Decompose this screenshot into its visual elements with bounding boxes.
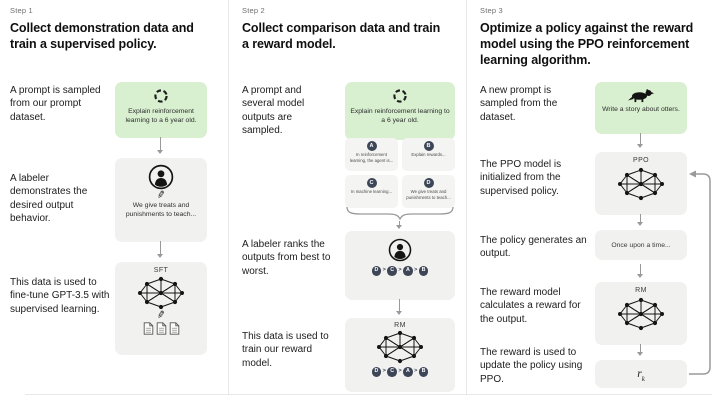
output-a-card: A In reinforcement learning, the agent i… bbox=[345, 138, 398, 171]
step-2-rank-box: D > C > A > B bbox=[345, 231, 455, 300]
rank-separator: > bbox=[414, 368, 418, 375]
column-divider-2 bbox=[466, 0, 467, 394]
rank-circle: B bbox=[418, 266, 429, 276]
step-1-label: Step 1 bbox=[10, 6, 33, 15]
bottom-rule bbox=[25, 394, 712, 395]
arrow-down-icon bbox=[636, 214, 645, 226]
step-2-train-label: This data is used to train our reward mo… bbox=[242, 331, 329, 369]
step-3-heading: Optimize a policy against the reward mod… bbox=[480, 21, 694, 67]
step-1-heading: Collect demonstration data and train a s… bbox=[10, 21, 194, 51]
rank-separator: > bbox=[382, 267, 386, 274]
ppo-box-title: PPO bbox=[633, 157, 649, 164]
arrow-down-icon bbox=[156, 137, 165, 154]
step-2-prompt-box: Explain reinforcement learning to a 6 ye… bbox=[345, 82, 455, 140]
step-3-output-box: Once upon a time... bbox=[595, 230, 687, 260]
reward-symbol: rk bbox=[637, 364, 645, 383]
rank-circle: D bbox=[371, 367, 382, 377]
step-3-ppo-label: The PPO model is initialized from the su… bbox=[480, 159, 562, 197]
step-3-rm-box: RM bbox=[595, 282, 687, 345]
step-1-labeler-box-text: We give treats and punishments to teach.… bbox=[125, 202, 197, 219]
output-c-card: C In machine learning... bbox=[345, 175, 398, 208]
rank-separator: > bbox=[398, 368, 402, 375]
neural-network-icon bbox=[618, 297, 664, 331]
step-2-label: Step 2 bbox=[242, 6, 265, 15]
output-c-badge: C bbox=[366, 178, 377, 188]
step-1-labeler-box: ✎ We give treats and punishments to teac… bbox=[115, 158, 207, 242]
rm-box-title: RM bbox=[635, 287, 647, 294]
step-3-prompt-box-text: Write a story about otters. bbox=[602, 106, 680, 113]
step-2-rank-label: A labeler ranks the outputs from best to… bbox=[242, 239, 331, 277]
step-3-prompt-label: A new prompt is sampled from the dataset… bbox=[480, 85, 558, 123]
step-2-prompt-box-text: Explain reinforcement learning to a 6 ye… bbox=[350, 108, 450, 125]
step-3-label: Step 3 bbox=[480, 6, 503, 15]
output-a-text: In reinforcement learning, the agent is.… bbox=[349, 152, 394, 163]
step-3-output-label: The policy generates an output. bbox=[480, 235, 587, 260]
column-divider-1 bbox=[228, 0, 229, 394]
rank-circle: A bbox=[403, 367, 413, 377]
model-outputs-grid: A In reinforcement learning, the agent i… bbox=[345, 138, 455, 208]
step-3-output-box-text: Once upon a time... bbox=[611, 241, 671, 249]
output-d-card: D We give treats and punishments to teac… bbox=[402, 175, 455, 208]
output-a-badge: A bbox=[366, 141, 377, 151]
reward-symbol-k: k bbox=[641, 375, 645, 384]
output-c-text: In machine learning... bbox=[350, 189, 393, 194]
step-1-sft-box: SFT ✎ bbox=[115, 262, 207, 355]
reward-symbol-r: r bbox=[637, 368, 642, 381]
rank-separator: > bbox=[382, 368, 386, 375]
step-3-update-label: The reward is used to update the policy … bbox=[480, 347, 583, 385]
step-1-prompt-label: A prompt is sampled from our prompt data… bbox=[10, 85, 101, 123]
arrow-down-icon bbox=[636, 264, 645, 278]
arrow-down-icon bbox=[395, 221, 404, 229]
curly-brace bbox=[346, 206, 454, 220]
ranking-row: D > C > A > B bbox=[371, 367, 429, 377]
rank-separator: > bbox=[414, 267, 418, 274]
sft-box-title: SFT bbox=[153, 267, 169, 274]
step-2-rm-box: RM D > C > A > B bbox=[345, 318, 455, 392]
arrow-down-icon bbox=[636, 344, 645, 356]
rank-circle: D bbox=[371, 266, 382, 276]
output-b-card: B Explain rewards... bbox=[402, 138, 455, 171]
output-b-badge: B bbox=[423, 141, 434, 151]
output-d-text: We give treats and punishments to teach.… bbox=[406, 189, 451, 200]
step-1-prompt-box-text: Explain reinforcement learning to a 6 ye… bbox=[125, 108, 197, 125]
rank-circle: B bbox=[418, 367, 429, 377]
step-2-prompt-label: A prompt and several model outputs are s… bbox=[242, 85, 305, 136]
ranking-row: D > C > A > B bbox=[371, 266, 429, 276]
step-3-reward-label: The reward model calculates a reward for… bbox=[480, 287, 581, 325]
step-3-ppo-box: PPO bbox=[595, 152, 687, 215]
output-d-badge: D bbox=[423, 178, 434, 188]
otter-icon bbox=[628, 89, 654, 103]
arrow-down-icon bbox=[395, 299, 404, 315]
step-1-labeler-label: A labeler demonstrates the desired outpu… bbox=[10, 173, 88, 224]
step-3-reward-value-box: rk bbox=[595, 360, 687, 388]
rank-circle: C bbox=[387, 367, 397, 377]
rank-circle: C bbox=[387, 266, 397, 276]
output-b-text: Explain rewards... bbox=[411, 152, 446, 157]
rank-circle: A bbox=[403, 266, 413, 276]
step-1-finetune-label: This data is used to fine-tune GPT-3.5 w… bbox=[10, 277, 110, 315]
neural-network-icon bbox=[618, 167, 664, 201]
arrow-down-icon bbox=[156, 241, 165, 258]
rank-separator: > bbox=[398, 267, 402, 274]
step-1-prompt-box: Explain reinforcement learning to a 6 ye… bbox=[115, 82, 207, 138]
feedback-loop-arrow bbox=[689, 170, 711, 375]
rm-box-title: RM bbox=[394, 322, 406, 329]
arrow-down-icon bbox=[636, 133, 645, 148]
step-2-heading: Collect comparison data and train a rewa… bbox=[242, 21, 441, 51]
step-3-prompt-box: Write a story about otters. bbox=[595, 82, 687, 134]
